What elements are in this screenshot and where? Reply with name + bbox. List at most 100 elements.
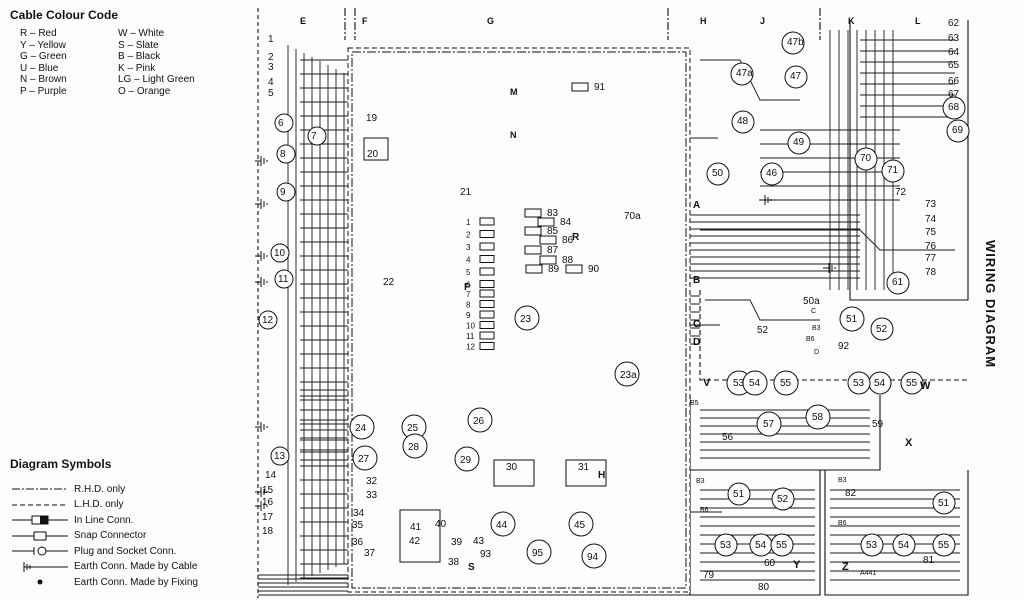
terminal-letter: A — [693, 200, 700, 211]
lamp-symbol — [467, 407, 493, 433]
drawing-code: A441 — [860, 570, 877, 577]
component-number: 49 — [793, 137, 805, 148]
component-number: 20 — [367, 149, 379, 160]
lamp-symbol — [706, 162, 730, 186]
lamp-symbol — [770, 533, 794, 557]
fuse-number: 8 — [466, 301, 471, 310]
lamp-symbol — [454, 446, 480, 472]
zone-letter: K — [848, 16, 855, 26]
relay — [524, 245, 542, 255]
fuse — [479, 230, 495, 238]
component-number: 24 — [355, 423, 367, 434]
lamp-symbol — [742, 370, 768, 396]
component-number: 77 — [925, 253, 937, 264]
fuse — [479, 289, 495, 298]
relay — [565, 264, 583, 274]
component-number: 72 — [895, 187, 907, 198]
component-number: 34 — [353, 508, 365, 519]
component-number: 54 — [755, 540, 767, 551]
lamp-symbol — [352, 445, 378, 471]
lamp-symbol — [402, 433, 428, 459]
relay — [525, 264, 543, 274]
fuse-number: 12 — [466, 343, 475, 352]
component-number: 65 — [948, 60, 960, 71]
diagram-symbol-row: Plug and Socket Conn. — [10, 545, 176, 557]
lamp-symbol — [514, 305, 540, 331]
section-letter: Z — [842, 561, 849, 573]
lamp-symbol — [932, 533, 956, 557]
component-number: 71 — [887, 165, 899, 176]
lamp-symbol — [568, 511, 594, 537]
zone-letter: J — [760, 16, 765, 26]
component-number: 51 — [938, 498, 950, 509]
diagram-symbol-label: L.H.D. only — [74, 499, 124, 510]
component-number: 31 — [578, 462, 590, 473]
component-number: 61 — [892, 277, 904, 288]
terminal-letter: B — [693, 275, 700, 286]
lamp-symbol — [860, 533, 884, 557]
fuse — [479, 300, 495, 308]
component-number: 63 — [948, 33, 960, 44]
diagram-symbol-row: Snap Connector — [10, 530, 146, 542]
relay — [524, 226, 542, 236]
lamp-symbol — [490, 511, 516, 537]
lamp-symbol — [756, 411, 782, 437]
component-number: 55 — [906, 378, 918, 389]
colour-code-entry: O – Orange — [118, 85, 171, 97]
relay — [537, 217, 555, 227]
diagram-symbol-label: Earth Conn. Made by Cable — [74, 561, 198, 572]
lamp-symbol — [270, 243, 290, 263]
terminal-letter-r: R — [572, 232, 580, 243]
component-number: 10 — [274, 248, 286, 259]
component-number: 53 — [853, 378, 865, 389]
component-number: 7 — [311, 131, 317, 142]
colour-code-entry: U – Blue — [20, 62, 59, 74]
fuse-number: 1 — [466, 218, 471, 227]
fuse — [479, 331, 495, 340]
terminal-letter: D — [693, 337, 700, 348]
diagram-symbol-label: Plug and Socket Conn. — [74, 545, 177, 557]
section-letter: X — [905, 437, 913, 449]
component-number: 66 — [948, 76, 960, 87]
fuse-number: 9 — [466, 311, 471, 320]
diagram-symbol-row: Earth Conn. Made by Cable — [10, 561, 197, 573]
component-number: 26 — [473, 416, 485, 427]
colour-code-entry: W – White — [118, 28, 165, 39]
lamp-symbol — [946, 119, 970, 143]
component-number: 29 — [460, 455, 472, 466]
terminal-letter-h: H — [598, 470, 605, 481]
lamp-symbol — [854, 147, 878, 171]
diagram-symbol-row: L.H.D. only — [10, 499, 123, 511]
component-number: 68 — [948, 102, 960, 113]
switch-box — [565, 459, 607, 487]
component-number: 53 — [866, 540, 878, 551]
section-letter: W — [920, 380, 931, 392]
relay-number: 83 — [547, 208, 559, 219]
colour-code-entry: P – Purple — [20, 85, 67, 97]
component-number: 81 — [923, 555, 935, 566]
lamp-symbol — [773, 370, 799, 396]
terminal-letter: C — [693, 319, 700, 330]
component-number: 5 — [268, 88, 274, 99]
colour-code-entry: S – Slate — [118, 39, 159, 51]
component-number: 78 — [925, 267, 937, 278]
component-number: 94 — [587, 552, 599, 563]
fuse-number: 11 — [466, 332, 475, 341]
component-number: 48 — [737, 116, 749, 127]
zone-letter: H — [700, 16, 707, 26]
inline-label: B5 — [690, 400, 699, 407]
component-number: 30 — [506, 462, 518, 473]
lamp-symbol — [892, 533, 916, 557]
lamp-symbol — [805, 404, 831, 430]
component-number: 15 — [262, 485, 274, 496]
component-number: 51 — [846, 314, 858, 325]
symbol-glyph-icon — [12, 515, 68, 525]
instrument-cluster-box — [399, 509, 441, 563]
lamp-symbol — [731, 110, 755, 134]
component-number: 41 — [410, 522, 422, 533]
lamp-symbol — [781, 31, 805, 55]
component-number: 27 — [358, 454, 370, 465]
component-number: 82 — [845, 488, 857, 499]
component-number: 64 — [948, 47, 960, 58]
section-letter: V — [703, 377, 711, 389]
